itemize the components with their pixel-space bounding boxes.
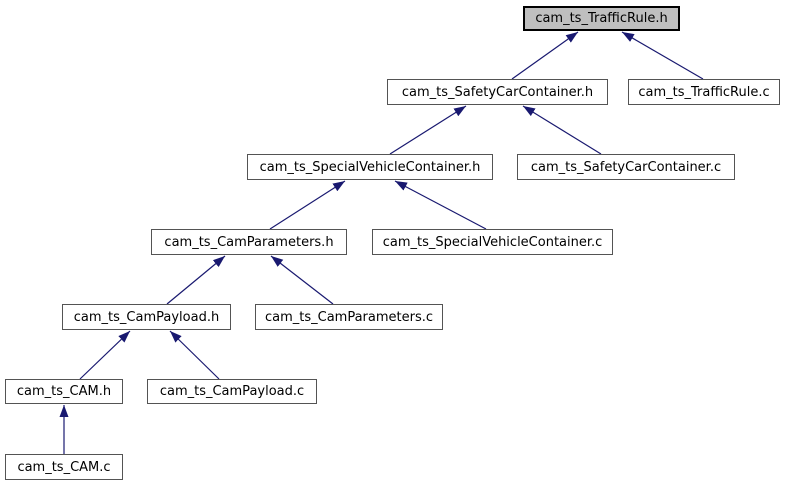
graph-node-label: cam_ts_CamParameters.c (264, 309, 434, 325)
graph-node-label: cam_ts_SafetyCarContainer.h (401, 84, 594, 100)
graph-node-label: cam_ts_SpecialVehicleContainer.h (259, 159, 481, 175)
graph-node-cam-c[interactable]: cam_ts_CAM.c (5, 454, 123, 480)
graph-node-safetycarcontainer-c[interactable]: cam_ts_SafetyCarContainer.c (517, 154, 735, 180)
graph-node-safetycarcontainer-h[interactable]: cam_ts_SafetyCarContainer.h (387, 79, 608, 105)
include-edge-specialvehiclecontainer-c-to-specialvehiclecontainer-h (394, 180, 487, 230)
graph-node-campayload-h[interactable]: cam_ts_CamPayload.h (62, 304, 231, 330)
include-edge-campayload-h-to-camparameters-h (166, 255, 226, 305)
graph-node-label: cam_ts_CAM.h (16, 384, 112, 399)
graph-node-trafficrule-c[interactable]: cam_ts_TrafficRule.c (628, 79, 780, 105)
graph-node-specialvehiclecontainer-c[interactable]: cam_ts_SpecialVehicleContainer.c (372, 229, 613, 255)
graph-node-camparameters-h[interactable]: cam_ts_CamParameters.h (151, 229, 347, 255)
include-edge-trafficrule-c-to-trafficrule-h (621, 31, 704, 80)
graph-node-label: cam_ts_TrafficRule.c (638, 84, 770, 100)
include-edge-camparameters-c-to-camparameters-h (270, 255, 334, 305)
graph-node-trafficrule-h: cam_ts_TrafficRule.h (523, 6, 680, 31)
graph-node-label: cam_ts_CAM.c (17, 459, 111, 475)
graph-node-camparameters-c[interactable]: cam_ts_CamParameters.c (255, 304, 443, 330)
include-edge-safetycarcontainer-c-to-safetycarcontainer-h (522, 105, 602, 155)
graph-node-specialvehiclecontainer-h[interactable]: cam_ts_SpecialVehicleContainer.h (247, 154, 493, 180)
graph-node-cam-h[interactable]: cam_ts_CAM.h (5, 379, 123, 404)
include-edge-specialvehiclecontainer-h-to-safetycarcontainer-h (389, 105, 467, 155)
include-edge-safetycarcontainer-h-to-trafficrule-h (511, 31, 579, 80)
include-edge-campayload-c-to-campayload-h (169, 330, 220, 380)
graph-node-label: cam_ts_SafetyCarContainer.c (530, 159, 722, 175)
include-edge-cam-h-to-campayload-h (79, 330, 131, 380)
graph-node-campayload-c[interactable]: cam_ts_CamPayload.c (147, 379, 317, 404)
graph-node-label: cam_ts_TrafficRule.h (535, 11, 668, 26)
graph-node-label: cam_ts_CamParameters.h (164, 234, 334, 250)
graph-node-label: cam_ts_CamPayload.h (73, 309, 220, 325)
graph-node-label: cam_ts_SpecialVehicleContainer.c (382, 234, 603, 250)
include-edge-camparameters-h-to-specialvehiclecontainer-h (269, 180, 346, 230)
graph-node-label: cam_ts_CamPayload.c (159, 384, 305, 399)
